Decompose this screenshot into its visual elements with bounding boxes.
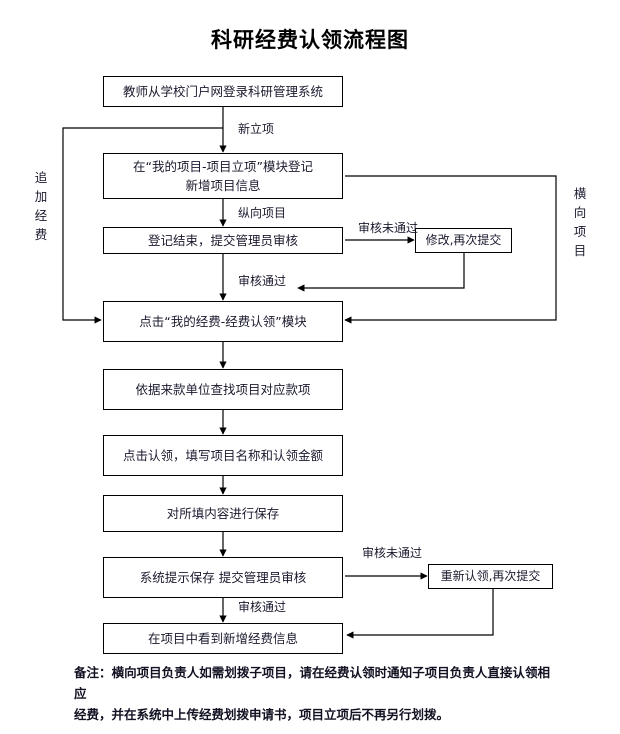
node-register[interactable]: 在“我的项目-项目立项”模块登记新增项目信息 xyxy=(103,153,343,199)
node-revise-resubmit-label: 修改,再次提交 xyxy=(425,233,502,247)
node-reclaim-resubmit[interactable]: 重新认领,再次提交 xyxy=(428,564,553,589)
edge-label-audit-failed-2: 审核未通过 xyxy=(362,546,423,560)
node-login[interactable]: 教师从学校门户网登录科研管理系统 xyxy=(103,76,343,107)
footnote-line-2: 经费，并在系统中上传经费划拨申请书，项目立项后不再另行划拨。 xyxy=(74,707,450,722)
node-fill-claim[interactable]: 点击认领，填写项目名称和认领金额 xyxy=(103,435,343,476)
node-claim-module[interactable]: 点击“我的经费-经费认领”模块 xyxy=(103,301,343,342)
node-reclaim-resubmit-label: 重新认领,再次提交 xyxy=(440,569,541,583)
page-title: 科研经费认领流程图 xyxy=(211,27,409,52)
side-label-horizontal-project: 横向项目 xyxy=(573,186,587,258)
node-fill-claim-label: 点击认领，填写项目名称和认领金额 xyxy=(122,448,323,463)
node-submit-review[interactable]: 登记结束，提交管理员审核 xyxy=(103,227,343,254)
footnote: 备注：横向项目负责人如需划拨子项目，请在经费认领时通知子项目负责人直接认领相应 … xyxy=(74,662,550,725)
node-system-audit-label: 系统提示保存 提交管理员审核 xyxy=(139,570,307,585)
node-revise-resubmit[interactable]: 修改,再次提交 xyxy=(415,228,512,253)
edge-label-vertical-project: 纵向项目 xyxy=(238,206,287,220)
node-save-content-label: 对所填内容进行保存 xyxy=(166,506,280,521)
edge-label-audit-failed-1: 审核未通过 xyxy=(358,221,419,235)
node-login-label: 教师从学校门户网登录科研管理系统 xyxy=(122,84,323,99)
node-find-funding[interactable]: 依据来款单位查找项目对应款项 xyxy=(103,369,343,410)
node-save-content[interactable]: 对所填内容进行保存 xyxy=(103,495,343,532)
node-system-audit[interactable]: 系统提示保存 提交管理员审核 xyxy=(103,557,343,598)
node-find-funding-label: 依据来款单位查找项目对应款项 xyxy=(135,382,311,397)
edge-label-audit-passed-2: 审核通过 xyxy=(238,600,287,614)
edge-label-new-project: 新立项 xyxy=(238,122,275,136)
node-result[interactable]: 在项目中看到新增经费信息 xyxy=(103,623,343,654)
side-label-additional-funding: 追加经费 xyxy=(34,170,48,242)
node-register-label: 在“我的项目-项目立项”模块登记新增项目信息 xyxy=(133,159,313,193)
node-claim-module-label: 点击“我的经费-经费认领”模块 xyxy=(139,314,307,329)
footnote-line-1: 备注：横向项目负责人如需划拨子项目，请在经费认领时通知子项目负责人直接认领相应 xyxy=(74,665,550,701)
node-result-label: 在项目中看到新增经费信息 xyxy=(147,631,298,646)
edge-label-audit-passed-1: 审核通过 xyxy=(238,274,287,288)
node-submit-review-label: 登记结束，提交管理员审核 xyxy=(147,233,298,248)
